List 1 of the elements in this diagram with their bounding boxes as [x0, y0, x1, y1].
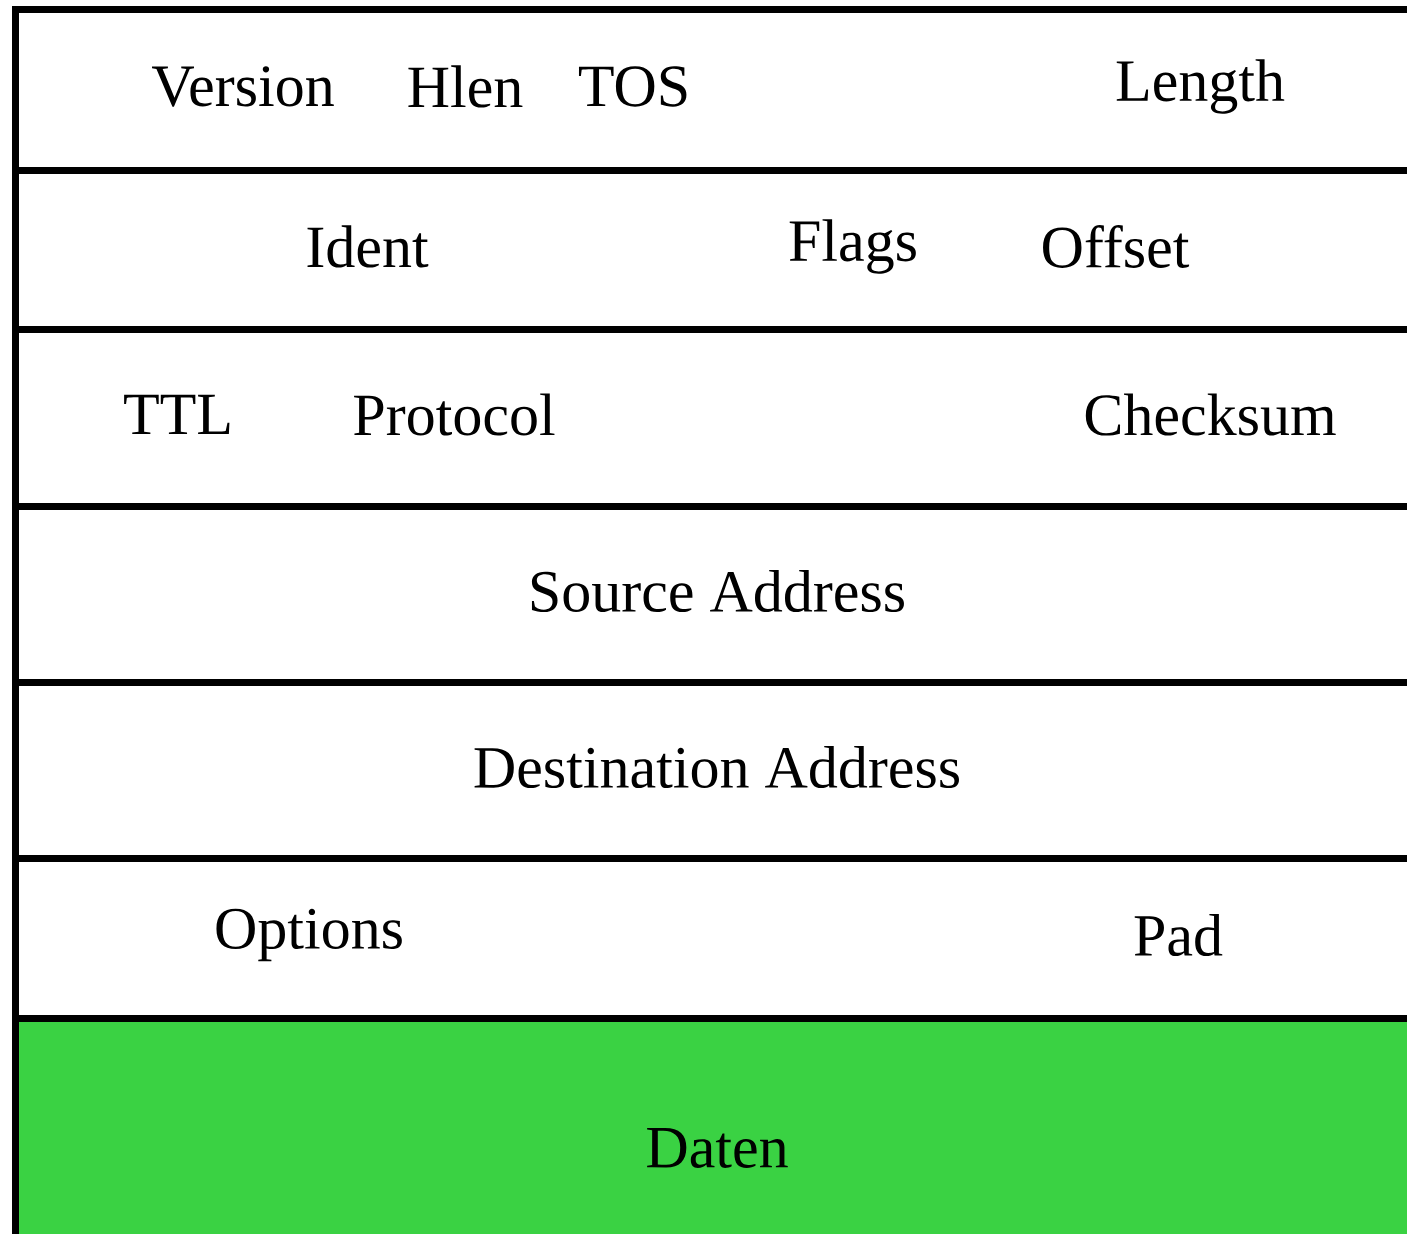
- header-field-row: Daten: [12, 1015, 1407, 1234]
